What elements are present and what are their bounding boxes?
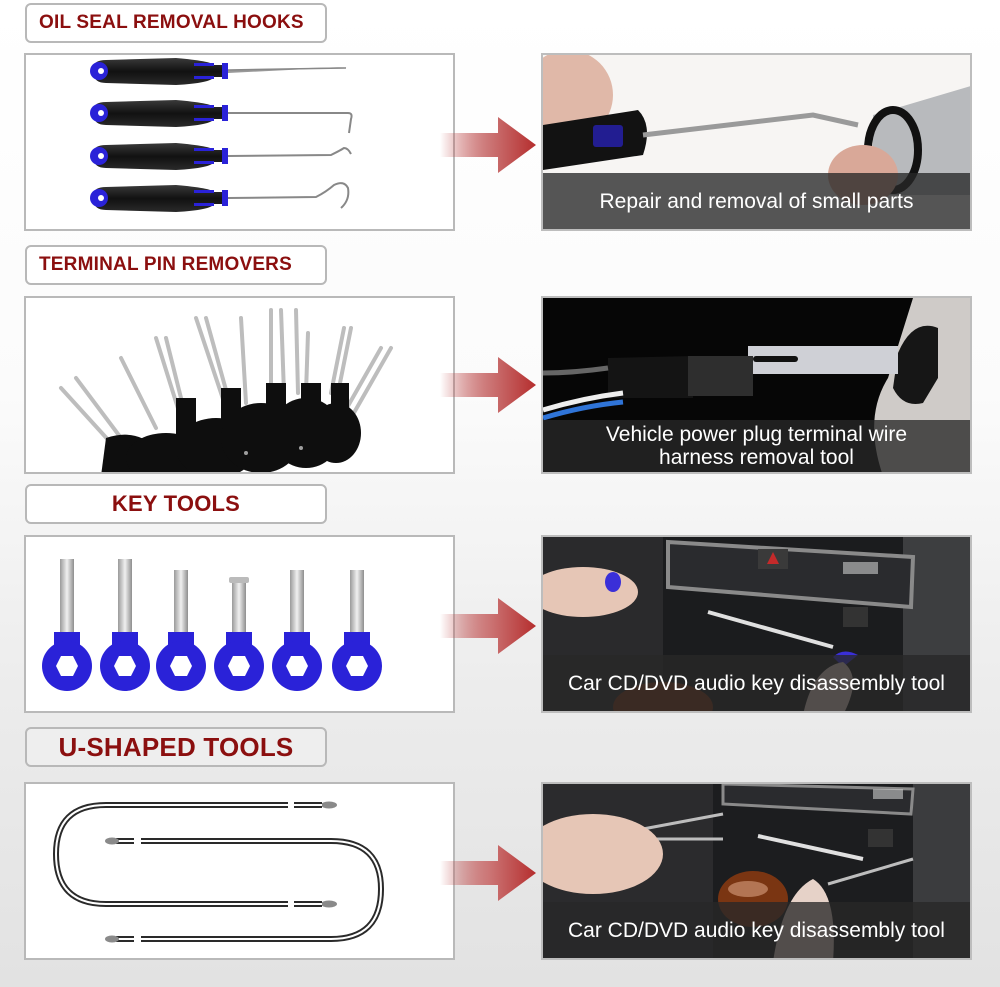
caption-line: Car CD/DVD audio key disassembly tool: [568, 918, 945, 942]
caption-line: Car CD/DVD audio key disassembly tool: [568, 671, 945, 695]
terminal-pin-removers-product-image: [24, 296, 455, 474]
key-tool-6: [332, 570, 382, 691]
caption-line: Repair and removal of small parts: [599, 189, 914, 213]
u-shaped-tools-usage-photo: Car CD/DVD audio key disassembly tool: [541, 782, 972, 960]
caption: Vehicle power plug terminal wire harness…: [543, 420, 970, 472]
section-title-key-tools: KEY TOOLS: [25, 484, 327, 524]
oil-seal-hooks-product-image: [24, 53, 455, 231]
caption: Repair and removal of small parts: [543, 173, 970, 229]
key-tools-usage-photo: Car CD/DVD audio key disassembly tool: [541, 535, 972, 713]
u-tool-2: [105, 835, 385, 945]
caption: Car CD/DVD audio key disassembly tool: [543, 655, 970, 711]
key-tool-3: [156, 570, 206, 691]
hook-tool-2: [90, 100, 353, 134]
section-title-oil-seal-hooks: OIL SEAL REMOVAL HOOKS: [25, 3, 327, 43]
caption-line: harness removal tool: [659, 446, 854, 469]
caption: Car CD/DVD audio key disassembly tool: [543, 902, 970, 958]
key-tool-1: [42, 559, 92, 691]
hook-tool-1: [90, 58, 348, 85]
key-tool-2: [100, 559, 150, 691]
right-arrow-icon: [440, 845, 536, 901]
hook-tool-3: [90, 143, 352, 170]
oil-seal-hooks-usage-photo: Repair and removal of small parts: [541, 53, 972, 231]
section-title-terminal-pin-removers: TERMINAL PIN REMOVERS: [25, 245, 327, 285]
key-tools-product-image: [24, 535, 455, 713]
caption-line: Vehicle power plug terminal wire: [605, 423, 908, 446]
right-arrow-icon: [440, 357, 536, 413]
right-arrow-icon: [440, 598, 536, 654]
right-arrow-icon: [440, 117, 536, 173]
terminal-pin-removers-usage-photo: Vehicle power plug terminal wire harness…: [541, 296, 972, 474]
u-shaped-tools-product-image: [24, 782, 455, 960]
u-tool-1: [52, 799, 337, 910]
section-title-u-shaped-tools: U-SHAPED TOOLS: [25, 727, 327, 767]
key-tool-4: [214, 577, 264, 691]
key-tool-5: [272, 570, 322, 691]
hook-tool-4: [90, 182, 350, 212]
